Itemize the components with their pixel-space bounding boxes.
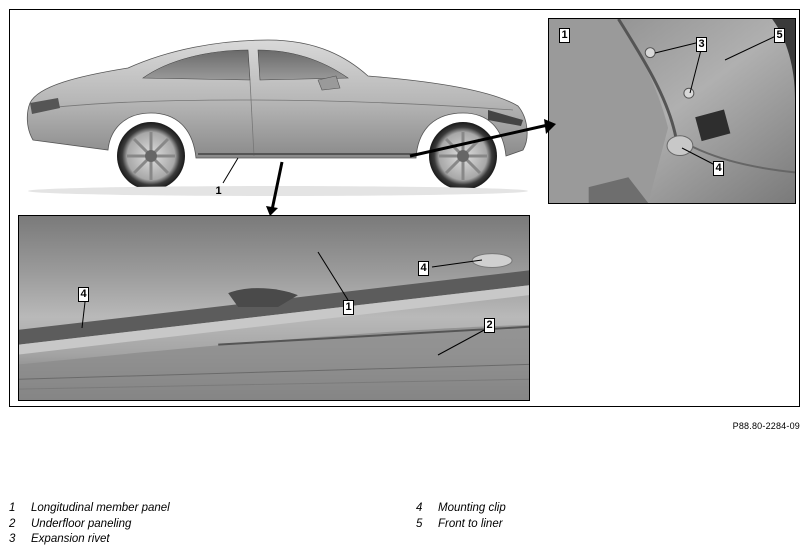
callout-mounting-clip-detail-left: 4 [78,287,89,302]
callout-mounting-clip-detail: 4 [418,261,429,276]
callout-expansion-rivet-inset: 3 [696,37,707,52]
figure-frame: 1 1 4 4 2 1 3 5 4 [9,9,800,407]
legend-number: 5 [416,517,423,530]
legend-label: Front to liner [438,517,503,530]
legend-label: Longitudinal member panel [31,502,170,514]
figure-reference-code: P88.80-2284-09 [732,421,800,431]
inset-detail-photo [548,18,796,204]
callout-member-panel-car: 1 [215,185,222,197]
legend-item: 1 Longitudinal member panel [9,502,170,518]
legend-label: Underfloor paneling [31,517,132,530]
car-side-view [18,28,538,204]
legend-label: Expansion rivet [31,533,110,545]
callout-underfloor-paneling: 2 [484,318,495,333]
legend-item: 5 Front to liner [416,518,506,534]
legend-number: 2 [9,517,16,530]
legend-number: 4 [416,502,423,514]
callout-front-to-liner-inset: 5 [774,28,785,43]
underbody-detail-image [19,216,529,400]
legend-column-left: 1 Longitudinal member panel 2 Underfloor p… [9,502,170,549]
callout-mounting-clip-inset: 4 [713,161,724,176]
callout-member-panel-inset: 1 [559,28,570,43]
underbody-detail-photo [18,215,530,401]
legend-label: Mounting clip [438,502,506,514]
legend-item: 4 Mounting clip [416,502,506,518]
legend-column-right: 4 Mounting clip 5 Front to liner [416,502,506,533]
legend-number: 3 [9,533,16,545]
legend-item: 3 Expansion rivet [9,533,170,549]
callout-member-panel-detail: 1 [343,300,354,315]
legend-number: 1 [9,502,16,514]
inset-detail-image [549,19,795,203]
legend-item: 2 Underfloor paneling [9,518,170,534]
car-illustration [26,39,528,196]
